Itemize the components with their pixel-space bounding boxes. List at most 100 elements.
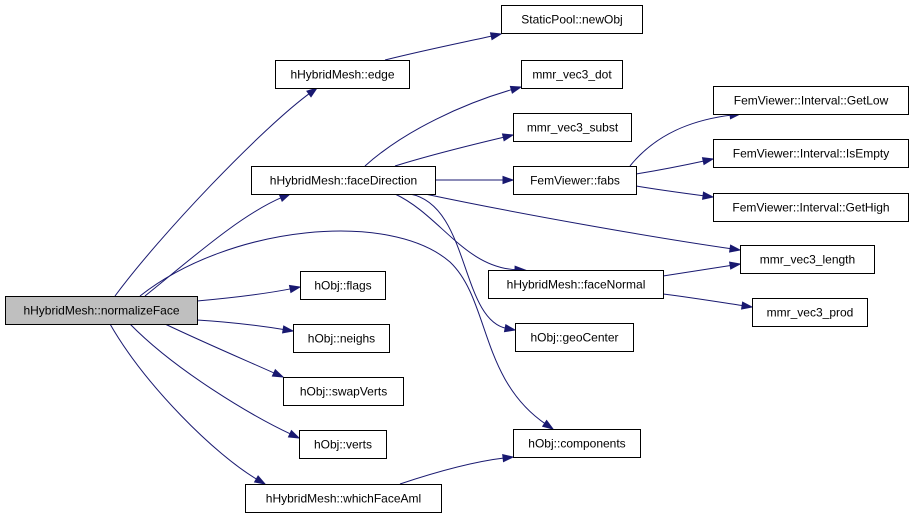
node-box <box>513 166 637 195</box>
node-isEmpty[interactable]: FemViewer::Interval::IsEmpty <box>713 139 909 168</box>
node-getLow[interactable]: FemViewer::Interval::GetLow <box>713 86 909 115</box>
edge-line <box>364 88 514 167</box>
edge-arrowhead <box>501 133 515 142</box>
node-box <box>245 484 442 513</box>
node-box <box>5 296 198 325</box>
node-label: hHybridMesh::whichFaceAml <box>266 492 421 506</box>
edge-faceNormal-to-vec3prod <box>662 293 754 310</box>
edge-arrowhead <box>271 368 285 378</box>
node-box <box>293 324 390 353</box>
node-box <box>275 60 410 89</box>
node-box <box>713 139 909 168</box>
edge-arrowhead <box>728 261 742 270</box>
edge-arrowhead <box>502 175 515 185</box>
edge-arrowhead <box>702 191 715 200</box>
node-vec3length[interactable]: mmr_vec3_length <box>740 245 875 274</box>
edge-line <box>144 196 283 297</box>
node-verts[interactable]: hObj::verts <box>299 430 387 459</box>
node-label: hHybridMesh::normalizeFace <box>23 304 179 318</box>
node-box <box>300 271 386 300</box>
node-vec3prod[interactable]: mmr_vec3_prod <box>752 298 868 327</box>
node-label: hObj::components <box>528 437 625 451</box>
edge-arrowhead <box>281 325 295 334</box>
edge-arrowhead <box>503 324 517 333</box>
node-swapVerts[interactable]: hObj::swapVerts <box>283 377 404 406</box>
node-box <box>713 86 909 115</box>
edge-faceDirection-to-faceNormal <box>394 193 527 274</box>
edge-normalizeFace-to-components <box>139 230 555 430</box>
node-label: FemViewer::Interval::GetHigh <box>732 201 889 215</box>
node-box <box>521 60 623 89</box>
edge-arrowhead <box>509 85 523 94</box>
edge-arrowhead <box>253 475 267 485</box>
edge-line <box>635 185 706 197</box>
node-box <box>513 429 641 458</box>
node-label: hObj::verts <box>314 438 372 452</box>
node-whichFaceAml[interactable]: hHybridMesh::whichFaceAml <box>245 484 442 513</box>
node-vec3subst[interactable]: mmr_vec3_subst <box>513 113 632 142</box>
node-box <box>740 245 875 274</box>
edge-line <box>635 160 706 175</box>
edge-arrowhead <box>278 193 292 202</box>
node-geoCenter[interactable]: hObj::geoCenter <box>515 323 634 352</box>
edge-line <box>662 264 733 277</box>
edge-line <box>629 114 733 167</box>
nodes-layer: hHybridMesh::normalizeFace hHybridMesh::e… <box>5 5 909 513</box>
edge-arrowhead <box>489 32 503 41</box>
node-label: StaticPool::newObj <box>521 13 622 27</box>
edge-line <box>109 323 259 481</box>
edge-arrowhead <box>541 419 555 430</box>
edge-line <box>196 288 293 302</box>
node-getHigh[interactable]: FemViewer::Interval::GetHigh <box>713 193 909 222</box>
edge-arrowhead <box>502 454 515 463</box>
node-box <box>251 166 436 195</box>
node-neighs[interactable]: hObj::neighs <box>293 324 390 353</box>
node-label: hHybridMesh::faceNormal <box>507 278 646 292</box>
edge-line <box>394 193 518 271</box>
node-flags[interactable]: hObj::flags <box>300 271 386 300</box>
node-label: hHybridMesh::faceDirection <box>270 174 417 188</box>
edge-faceDirection-to-fabs <box>435 175 515 185</box>
edge-arrowhead <box>729 244 742 253</box>
node-box <box>299 430 387 459</box>
edge-edge-to-newObj <box>384 32 503 61</box>
node-label: FemViewer::Interval::GetLow <box>734 94 889 108</box>
node-box <box>515 323 634 352</box>
edge-normalizeFace-to-faceDirection <box>144 193 292 297</box>
edge-normalizeFace-to-whichFaceAml <box>109 323 267 485</box>
edge-line <box>129 323 292 436</box>
edge-line <box>114 92 311 297</box>
edge-faceDirection-to-vec3subst <box>394 133 515 167</box>
node-box <box>752 298 868 327</box>
node-box <box>488 270 664 299</box>
node-newObj[interactable]: StaticPool::newObj <box>501 5 643 34</box>
node-label: FemViewer::Interval::IsEmpty <box>733 147 890 161</box>
node-edge[interactable]: hHybridMesh::edge <box>275 60 410 89</box>
edge-arrowhead <box>701 157 715 166</box>
edge-line <box>662 293 745 307</box>
edge-faceDirection-to-vec3dot <box>364 85 523 167</box>
edge-normalizeFace-to-swapVerts <box>164 323 285 378</box>
edge-line <box>409 193 508 330</box>
node-fabs[interactable]: FemViewer::fabs <box>513 166 637 195</box>
node-box <box>513 113 632 142</box>
node-label: mmr_vec3_prod <box>767 306 854 320</box>
edge-fabs-to-isEmpty <box>635 157 715 175</box>
edge-arrowhead <box>741 301 754 310</box>
node-faceNormal[interactable]: hHybridMesh::faceNormal <box>488 270 664 299</box>
edge-normalizeFace-to-flags <box>196 284 302 302</box>
node-label: hObj::flags <box>314 279 371 293</box>
node-label: hHybridMesh::edge <box>290 68 394 82</box>
edge-fabs-to-getHigh <box>635 185 715 200</box>
node-vec3dot[interactable]: mmr_vec3_dot <box>521 60 623 89</box>
node-faceDirection[interactable]: hHybridMesh::faceDirection <box>251 166 436 195</box>
node-label: hObj::geoCenter <box>530 331 618 345</box>
edge-arrowhead <box>287 429 301 439</box>
node-label: FemViewer::fabs <box>530 174 620 188</box>
edge-line <box>164 323 276 375</box>
node-components[interactable]: hObj::components <box>513 429 641 458</box>
node-box <box>501 5 643 34</box>
node-normalizeFace[interactable]: hHybridMesh::normalizeFace <box>5 296 198 325</box>
edge-line <box>424 193 733 250</box>
